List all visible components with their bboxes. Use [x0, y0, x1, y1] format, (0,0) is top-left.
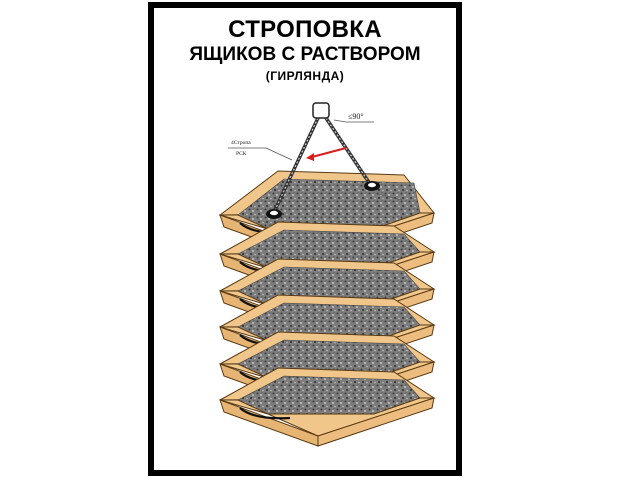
title-line-2: ЯЩИКОВ С РАСТВОРОМ: [189, 44, 421, 65]
sling-label-top: 4Стропа: [231, 140, 251, 146]
mortar-box-1: [219, 367, 436, 447]
leader-lines: [228, 119, 403, 201]
sling-label-bottom: РСК: [236, 151, 247, 157]
angle-arrow: [306, 147, 347, 161]
box-handle-1: [239, 407, 291, 420]
title-line-1: СТРОПОВКА: [228, 16, 382, 43]
box-stack: [218, 170, 436, 447]
crane-hook-ring: [312, 102, 330, 119]
angle-label: ≤90°: [348, 112, 364, 121]
title-line-3: (ГИРЛЯНДА): [265, 69, 345, 83]
sling-group: [266, 102, 380, 219]
